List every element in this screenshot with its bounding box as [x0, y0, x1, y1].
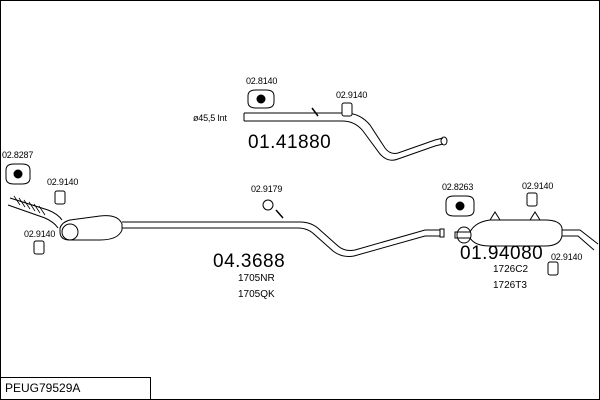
label-top-rubber: 02.8140 [246, 76, 278, 86]
label-front-sub-1: 1705NR [238, 273, 275, 284]
label-top-clamp: 02.9140 [336, 90, 368, 100]
clamp-top-icon [341, 102, 353, 117]
clamp-right-top-icon [526, 192, 538, 207]
label-front-sub-2: 1705QK [238, 289, 275, 300]
label-right-clamp-bottom: 02.9140 [551, 252, 583, 262]
label-rear-silencer: 01.94080 [460, 243, 544, 264]
rubber-mount-top-icon [247, 89, 275, 109]
label-front-pipe: 04.3688 [213, 251, 286, 272]
clamp-icons [33, 102, 559, 276]
clamp-left-bottom-icon [33, 240, 45, 255]
label-rear-sub-2: 1726T3 [493, 280, 527, 291]
code-box [0, 377, 151, 399]
clamp-mid-icon [262, 199, 274, 211]
label-left-rubber: 02.8287 [2, 150, 34, 160]
label-right-rubber: 02.8263 [442, 182, 474, 192]
rubber-mount-right-icon [445, 195, 475, 217]
label-left-clamp-bottom: 02.9140 [24, 229, 56, 239]
front-pipe-drawing [7, 195, 445, 257]
clamp-right-bottom-icon [547, 261, 559, 276]
label-tail-pipe: 01.41880 [248, 132, 332, 153]
clamp-left-top-icon [54, 190, 66, 205]
rubber-mount-icons [5, 89, 475, 217]
label-left-clamp-top: 02.9140 [47, 177, 79, 187]
rubber-mount-left-icon [5, 163, 31, 185]
label-rear-sub-1: 1726C2 [493, 264, 529, 275]
label-mid-clamp: 02.9179 [251, 184, 283, 194]
label-right-clamp-top: 02.9140 [522, 181, 554, 191]
rear-silencer-drawing [454, 211, 599, 251]
label-diameter: ø45,5 Int [193, 113, 227, 123]
diagram-code: PEUG79529A [5, 381, 81, 395]
